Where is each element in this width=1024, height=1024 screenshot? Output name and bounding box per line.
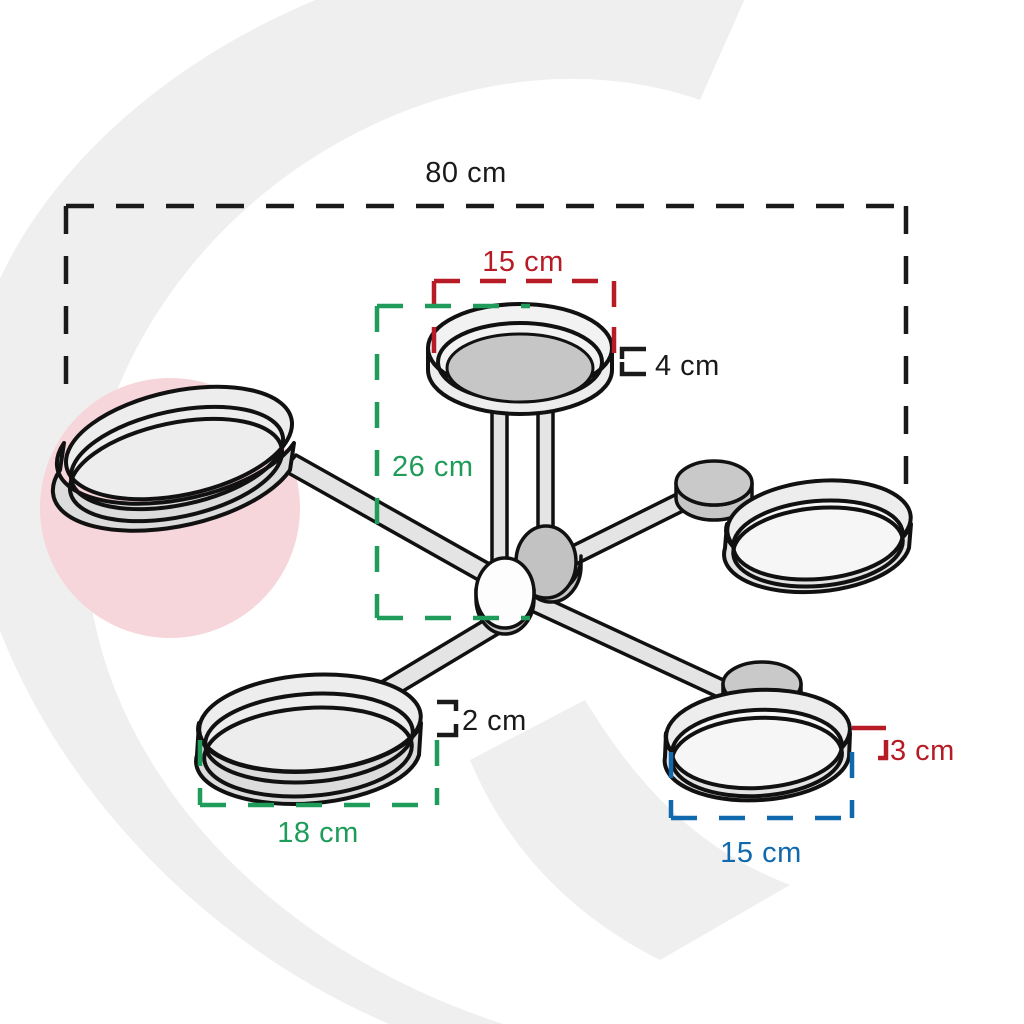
background-swoosh-c-shape [0,0,745,1024]
small-shade-height-lower-tick [878,740,889,761]
shade-lower-right [662,660,852,803]
shade-upper-left-top-rim [63,384,295,502]
large-shade-height-lower-tick [437,724,459,738]
label-small-shade-height: 3 cm [890,735,955,767]
shade-upper-right-bottom-rim [731,505,905,589]
large-shade-height-upper-tick [437,699,459,711]
label-overall-width: 80 cm [425,157,506,189]
shade-upper-left [50,384,296,533]
plate-height-upper-tick [619,346,646,359]
central-hub [474,524,583,636]
dimension-box-large-shade [197,740,440,808]
dimension-box-drop-height [374,303,530,621]
label-plate-height: 4 cm [655,350,720,382]
shade-lower-left-bottom-rim [202,705,414,799]
ceiling-plate [426,302,614,416]
label-large-shade-diameter: 18 cm [277,817,358,849]
ceiling-plate-diffuser [445,332,595,404]
shade-upper-right-connector-top [674,459,754,507]
background-swoosh-tail [470,700,790,960]
shade-upper-right [674,459,913,595]
dimension-box-small-shade [668,752,855,821]
shade-lower-left-inner-rim [203,691,415,785]
label-small-shade-diameter: 15 cm [720,837,801,869]
shade-lower-left [194,672,423,807]
dimension-box-overall-width [63,203,909,490]
dimension-box-plate-diameter [431,278,617,361]
plate-height-lower-tick [619,362,646,377]
dimension-bracket-plate-height [619,346,646,377]
lamp-illustration [50,302,913,807]
label-plate-diameter: 15 cm [482,246,563,278]
shade-upper-left-bottom-rim [67,416,285,524]
dimension-bracket-small-shade-height [852,725,889,761]
label-drop-height: 26 cm [392,451,473,483]
dimension-bracket-large-shade-height [437,699,459,738]
label-large-shade-height: 2 cm [462,705,527,737]
hub-front [474,556,536,630]
